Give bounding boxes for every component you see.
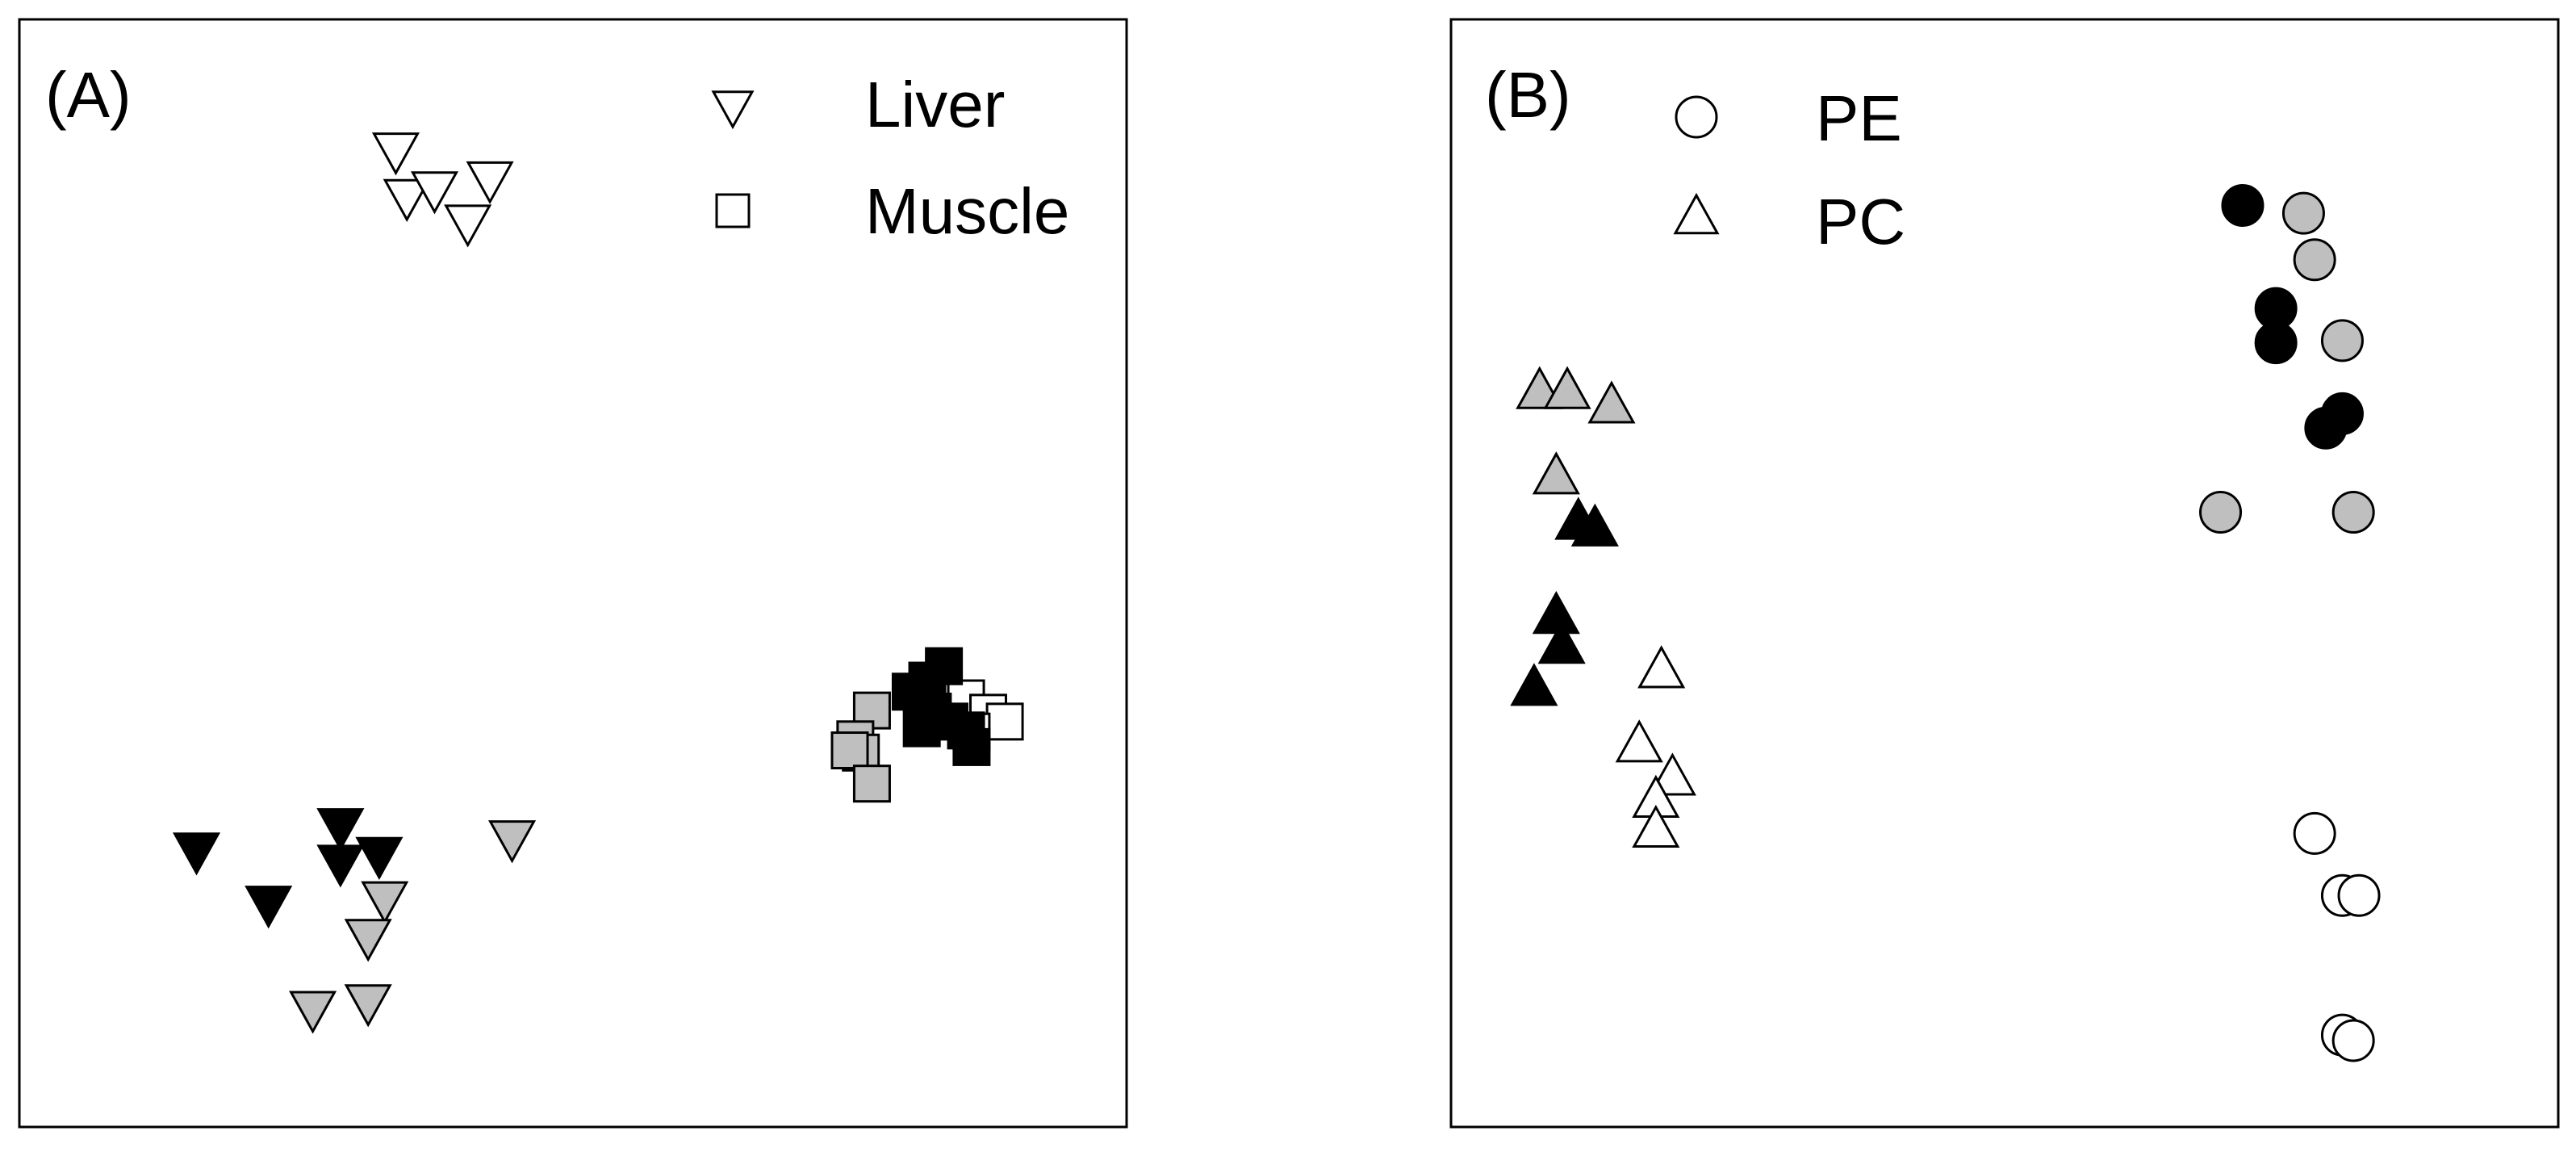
muscle-gray-point-4: [830, 731, 869, 770]
pe-white-point-5: [2331, 1019, 2375, 1062]
pe-white-point-3: [2337, 873, 2381, 917]
legend-liver-symbol: [711, 90, 755, 130]
liver-black-point-2: [245, 886, 293, 929]
liver-black-point-4: [316, 844, 365, 888]
pe-black-point-1: [2221, 183, 2264, 227]
pc-white-point-5: [1632, 804, 1680, 848]
liver-white-point-2: [383, 178, 431, 222]
legend-label-pc: PC: [1816, 186, 1905, 258]
muscle-black-series: [891, 647, 991, 766]
liver-black-point-1: [172, 832, 221, 876]
pc-white-point-2: [1615, 719, 1663, 763]
muscle-white-point-3: [985, 702, 1024, 741]
panel-a-legend: Liver Muscle: [711, 69, 1069, 247]
legend-marker-pc: [1673, 192, 1720, 235]
legend-marker-liver: [711, 90, 755, 130]
muscle-black-point-8: [902, 709, 941, 748]
muscle-gray-series: [830, 691, 891, 803]
pc-gray-point-2: [1543, 366, 1591, 409]
liver-gray-point-1: [487, 820, 537, 864]
legend-label-muscle: Muscle: [865, 175, 1069, 247]
pe-gray-point-2: [2293, 238, 2336, 282]
pc-gray-series: [1516, 366, 1636, 495]
pe-gray-series: [2199, 191, 2375, 534]
liver-gray-point-4: [289, 991, 337, 1034]
pc-black-point-2: [1570, 503, 1619, 547]
panel-b-points: [1510, 183, 2381, 1062]
legend-muscle-symbol: [715, 193, 751, 228]
panel-b-frame: [1449, 18, 2560, 1129]
panel-a-frame: [18, 18, 1128, 1129]
pe-gray-point-3: [2320, 319, 2364, 362]
liver-gray-series: [289, 820, 537, 1034]
pc-black-point-4: [1537, 621, 1586, 664]
pe-gray-point-5: [2331, 491, 2375, 534]
liver-black-series: [172, 808, 404, 929]
muscle-black-point-2: [925, 647, 964, 685]
liver-white-point-3: [410, 171, 459, 215]
liver-gray-point-5: [344, 984, 392, 1028]
liver-white-series: [371, 132, 514, 248]
liver-gray-point-2: [361, 881, 409, 924]
pc-gray-point-3: [1587, 380, 1636, 424]
pc-black-point-5: [1510, 663, 1558, 706]
pe-gray-point-1: [2281, 191, 2325, 235]
pe-black-point-5: [2304, 406, 2348, 450]
liver-white-point-1: [371, 132, 420, 176]
legend-marker-muscle: [715, 193, 751, 228]
pc-white-point-1: [1637, 645, 1686, 689]
panel-b: (B) PE PC: [1449, 18, 2560, 1129]
pe-black-series: [2221, 183, 2364, 450]
liver-white-point-4: [466, 161, 514, 205]
panel-b-legend: PE PC: [1673, 82, 1905, 258]
pe-black-point-3: [2254, 321, 2298, 365]
panel-a: (A) Liver Muscle: [18, 18, 1128, 1129]
pe-gray-point-4: [2199, 491, 2243, 534]
pe-white-point-1: [2293, 811, 2336, 855]
liver-black-point-3: [316, 808, 365, 852]
legend-pc-symbol: [1673, 192, 1720, 235]
pc-gray-point-4: [1532, 451, 1580, 495]
liver-black-point-5: [355, 836, 404, 880]
legend-marker-pe: [1675, 95, 1718, 139]
legend-pe-symbol: [1675, 95, 1718, 139]
legend-label-liver: Liver: [865, 69, 1005, 140]
pe-white-series: [2293, 811, 2381, 1062]
pc-white-series: [1615, 645, 1696, 848]
muscle-gray-point-5: [852, 765, 891, 803]
liver-gray-point-3: [344, 919, 392, 962]
muscle-black-point-7: [952, 727, 991, 766]
liver-white-point-5: [444, 204, 492, 248]
pc-black-series: [1510, 496, 1619, 706]
panel-a-points: [172, 132, 1024, 1034]
panel-b-label: (B): [1485, 59, 1571, 131]
legend-label-pe: PE: [1816, 82, 1902, 154]
panel-a-label: (A): [45, 59, 132, 131]
pc-white-point-3: [1648, 752, 1696, 796]
